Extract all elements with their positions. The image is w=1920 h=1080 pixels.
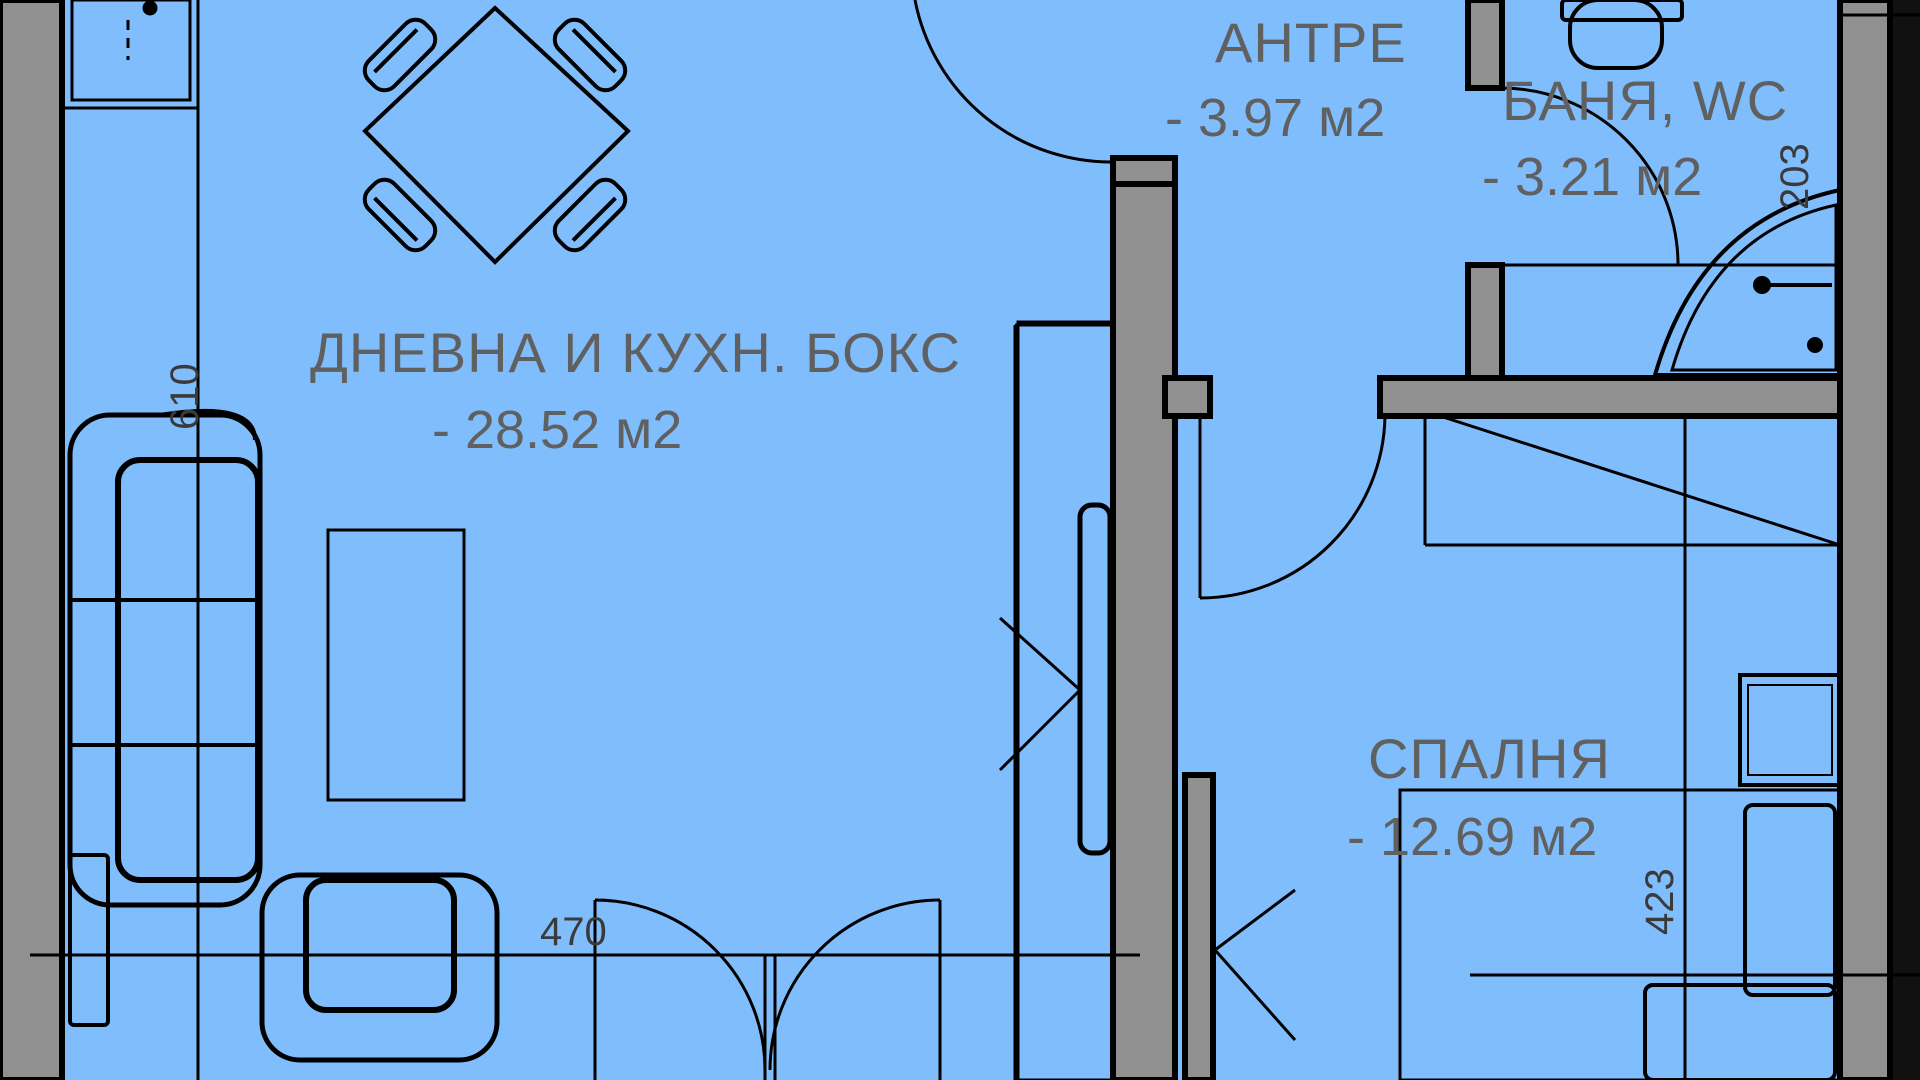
- bedroom-dim: 423: [1638, 868, 1682, 935]
- balcony-door: [593, 898, 942, 1080]
- entrance-door: [913, 0, 1116, 164]
- bedroom-window-mark: [1213, 888, 1297, 1041]
- bedroom-area: - 12.69 м2: [1347, 807, 1597, 867]
- central-wall-top-cap: [1110, 155, 1178, 187]
- armchair: [259, 872, 500, 1063]
- dimension-lines: [30, 13, 1920, 977]
- dining-table: [362, 5, 631, 265]
- bedroom-name: СПАЛНЯ: [1368, 727, 1611, 790]
- coffee-table: [326, 528, 466, 802]
- bath-wall-left: [1465, 0, 1505, 91]
- living-height-dim: 610: [163, 363, 207, 430]
- shower-tray: [1652, 187, 1842, 377]
- bedroom-small-wall: [1182, 772, 1216, 1080]
- right-outer-wall: [1837, 0, 1893, 1080]
- sofa: [67, 408, 263, 1027]
- bath-name: БАНЯ, WC: [1502, 69, 1788, 132]
- tv-unit: [998, 320, 1115, 1080]
- bath-dim: 203: [1773, 143, 1817, 210]
- bathroom-door: [1501, 86, 1680, 266]
- bath-area: - 3.21 м2: [1482, 147, 1702, 207]
- living-room-area: - 28.52 м2: [432, 400, 682, 460]
- plan-lines: [62, 0, 1842, 1080]
- toilet: [1560, 0, 1684, 70]
- kitchen-counter: [70, 0, 192, 102]
- hall-name: АНТРЕ: [1215, 11, 1407, 74]
- bed: [1398, 673, 1842, 1080]
- bath-wall-lower: [1465, 262, 1505, 398]
- living-width-dim: 470: [540, 910, 607, 954]
- exterior-strip: [1890, 0, 1920, 1080]
- hall-area: - 3.97 м2: [1165, 88, 1385, 148]
- central-wall: [1110, 157, 1178, 1080]
- hall-wall-stub: [1162, 375, 1213, 419]
- living-room-name: ДНЕВНА И КУХН. БОКС: [310, 321, 961, 384]
- left-outer-wall: [0, 0, 65, 1080]
- bedroom-door: [1198, 415, 1387, 600]
- bedroom-top-wall: [1377, 375, 1853, 419]
- floor-area: [50, 0, 1920, 1080]
